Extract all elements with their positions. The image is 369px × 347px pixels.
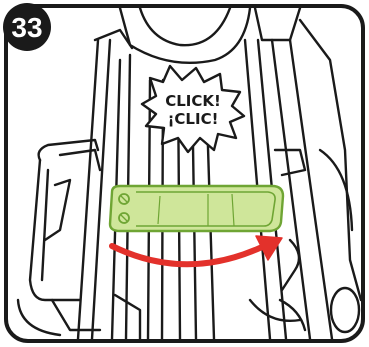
click-text-es: ¡CLIC!	[168, 110, 219, 128]
click-text-en: CLICK!	[165, 92, 221, 110]
step-number: 33	[11, 12, 42, 43]
step-badge: 33	[3, 3, 51, 51]
latch-clip-icon	[110, 186, 283, 231]
